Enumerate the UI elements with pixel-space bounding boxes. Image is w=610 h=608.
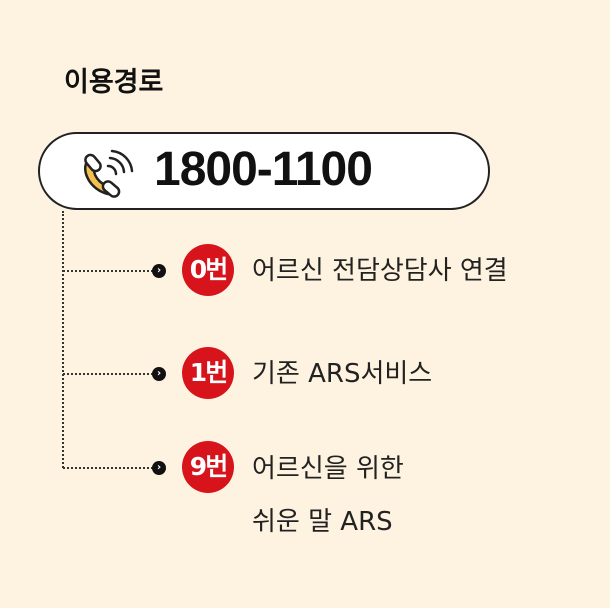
chevron-right-icon: › xyxy=(152,461,166,475)
option-label: 어르신 전담상담사 연결 xyxy=(252,256,508,286)
option-label-line1: 어르신을 위한 xyxy=(252,454,404,484)
chevron-right-icon: › xyxy=(152,264,166,278)
option-badge: 0번 xyxy=(182,244,234,296)
option-label-line2: 쉬운 말 ARS xyxy=(252,507,393,537)
option-badge: 1번 xyxy=(182,347,234,399)
phone-number[interactable]: 1800-1100 xyxy=(154,143,373,196)
phone-icon xyxy=(83,149,134,198)
option-label: 기존 ARS서비스 xyxy=(252,359,433,389)
connector-branch xyxy=(63,270,153,272)
option-badge: 9번 xyxy=(182,441,234,493)
phone-number-box: 1800-1100 xyxy=(38,132,490,210)
section-title: 이용경로 xyxy=(64,67,164,98)
connector-branch xyxy=(63,373,153,375)
connector-line xyxy=(62,211,64,468)
chevron-right-icon: › xyxy=(152,367,166,381)
connector-branch xyxy=(63,467,153,469)
